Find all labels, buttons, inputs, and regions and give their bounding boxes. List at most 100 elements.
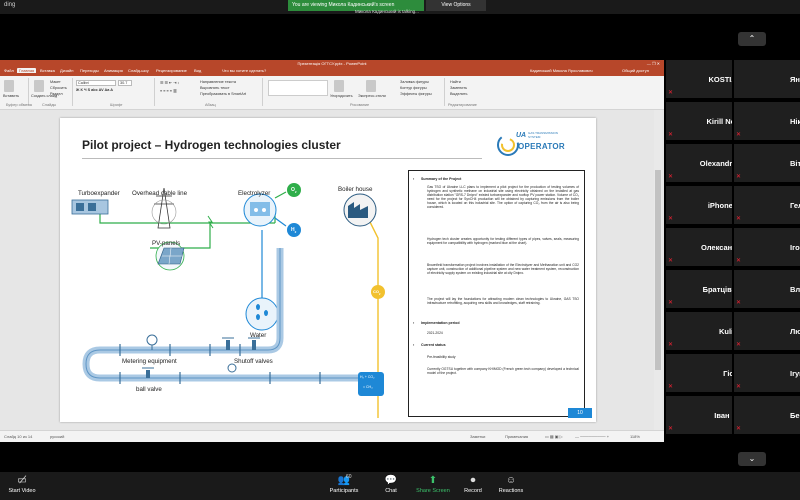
participant-tile[interactable]: Гелемій Яро✕ bbox=[734, 186, 800, 224]
layout-button[interactable]: Макет bbox=[50, 80, 61, 84]
participant-tile[interactable]: Віталій Пі✕ bbox=[734, 144, 800, 182]
mic-muted-icon: ✕ bbox=[736, 300, 742, 306]
font-name-select[interactable]: Calibri bbox=[76, 80, 116, 86]
slide[interactable]: Pilot project – Hydrogen technologies cl… bbox=[60, 118, 596, 422]
text-direction-button[interactable]: Направление текста bbox=[200, 80, 236, 84]
gallery-scroll-down[interactable]: ⌄ bbox=[738, 452, 766, 466]
ribbon-separator bbox=[28, 78, 29, 106]
scrollbar-thumb[interactable] bbox=[655, 170, 661, 370]
zoom-level[interactable]: 118% bbox=[630, 434, 640, 439]
implementation-heading: Implementation period bbox=[421, 321, 460, 325]
slide-number: 10 bbox=[568, 408, 592, 418]
participant-tile[interactable]: Бережни✕ bbox=[734, 396, 800, 434]
participant-tile[interactable]: Нікітюк М✕ bbox=[734, 102, 800, 140]
replace-button[interactable]: Заменить bbox=[450, 86, 468, 90]
tab-home[interactable]: Главная bbox=[17, 68, 37, 73]
mic-muted-icon: ✕ bbox=[736, 426, 742, 432]
participant-tile[interactable]: Влад Тют✕ bbox=[734, 270, 800, 308]
label-electrolyzer: Electrolyzer bbox=[238, 190, 271, 197]
paste-icon[interactable] bbox=[4, 80, 14, 92]
share-screen-button[interactable]: ⬆ Share Screen bbox=[414, 474, 452, 498]
summary-paragraph-3: Brownfield transformation project involv… bbox=[427, 263, 579, 276]
group-paragraph: Абзац bbox=[205, 103, 216, 107]
participant-name: Гість bbox=[723, 368, 732, 378]
mic-muted-icon: ✕ bbox=[736, 258, 742, 264]
video-off-icon: ▭̸ bbox=[17, 475, 27, 486]
shape-fill-button[interactable]: Заливка фигуры bbox=[400, 80, 429, 84]
participant-tile[interactable]: Iryna Lis✕ bbox=[734, 354, 800, 392]
participant-tile[interactable]: KOSTIA zbroi✕ bbox=[666, 60, 732, 98]
tab-insert[interactable]: Вставка bbox=[40, 68, 55, 73]
participants-button[interactable]: 👥 60 Participants bbox=[326, 474, 362, 498]
window-controls[interactable]: — ❐ ✕ bbox=[646, 61, 660, 66]
participant-tile[interactable]: Братців Наталія✕ bbox=[666, 270, 732, 308]
view-options-button[interactable]: View Options bbox=[426, 0, 486, 11]
mic-muted-icon: ✕ bbox=[668, 132, 674, 138]
tab-slideshow[interactable]: Слайд-шоу bbox=[128, 68, 149, 73]
participant-tile[interactable]: Гість✕ bbox=[666, 354, 732, 392]
smartart-button[interactable]: Преобразовать в SmartArt bbox=[200, 92, 247, 96]
font-format-buttons[interactable]: Ж К Ч S abc AV Aa A bbox=[76, 88, 114, 92]
participant-tile[interactable]: Kulikov✕ bbox=[666, 312, 732, 350]
participant-tile[interactable]: Ігор Рибі✕ bbox=[734, 228, 800, 266]
tab-review[interactable]: Рецензирование bbox=[156, 68, 187, 73]
tab-view[interactable]: Вид bbox=[194, 68, 202, 73]
ball-valve-icon bbox=[142, 367, 154, 378]
reactions-button[interactable]: ☺ Reactions bbox=[494, 474, 528, 498]
tell-me-box[interactable]: Что вы хотите сделать? bbox=[222, 68, 267, 73]
find-button[interactable]: Найти bbox=[450, 80, 461, 84]
shapes-gallery[interactable] bbox=[268, 80, 328, 96]
start-video-button[interactable]: ▭̸ Start Video bbox=[4, 474, 40, 498]
notes-button[interactable]: Заметки bbox=[470, 434, 486, 439]
tab-file[interactable]: Файл bbox=[4, 68, 14, 73]
shared-screen: Презентація ОГТСУ.pptx - PowerPoint — ❐ … bbox=[0, 60, 664, 442]
tab-transitions[interactable]: Переходы bbox=[80, 68, 99, 73]
quick-styles-icon[interactable] bbox=[366, 80, 376, 92]
paste-button[interactable]: Вставить bbox=[3, 94, 20, 98]
participant-tile[interactable]: Любом✕ bbox=[734, 312, 800, 350]
participant-name: Kulikov bbox=[718, 326, 732, 336]
participant-name: Kirill Novitskiy bbox=[706, 116, 732, 126]
quick-styles-button[interactable]: Экспресс-стили bbox=[358, 94, 386, 98]
water-icon bbox=[245, 297, 279, 331]
participant-tile[interactable]: Kirill Novitskiy ✕ bbox=[666, 102, 732, 140]
share-button[interactable]: Общий доступ bbox=[622, 68, 649, 73]
participant-tile[interactable]: Olexandr Lichman✕ bbox=[666, 144, 732, 182]
mic-muted-icon: ✕ bbox=[736, 384, 742, 390]
align-buttons[interactable]: ≡ ≡ ≡ ≡ ▥ bbox=[160, 89, 177, 93]
participant-tile[interactable]: Іван Кузів✕ bbox=[666, 396, 732, 434]
arrange-icon[interactable] bbox=[334, 80, 344, 92]
bullet: ▪ bbox=[413, 321, 415, 325]
vertical-scrollbar[interactable] bbox=[654, 110, 662, 430]
chat-button[interactable]: 💬 Chat bbox=[378, 474, 404, 498]
electrolyzer-icon bbox=[243, 193, 277, 227]
participant-name: Олександр Сна... bbox=[701, 242, 732, 252]
section-button[interactable]: Раздел bbox=[50, 92, 63, 96]
new-slide-icon[interactable] bbox=[34, 80, 44, 92]
list-buttons[interactable]: ☰ ☰ ⇤ ⇥ ↕ bbox=[160, 81, 180, 85]
participant-name: Іван Кузів bbox=[714, 410, 732, 420]
mic-muted-icon: ✕ bbox=[736, 174, 742, 180]
tab-design[interactable]: Дизайн bbox=[60, 68, 74, 73]
zoom-slider[interactable]: — ───────── + bbox=[575, 434, 610, 439]
record-button[interactable]: ⏺ Record bbox=[460, 474, 486, 498]
company-logo: UA GAS TRANSMISSION SYSTEM OPERATOR bbox=[496, 128, 576, 162]
new-slide-button[interactable]: Создать слайд bbox=[31, 94, 58, 98]
align-text-button[interactable]: Выровнять текст bbox=[200, 86, 230, 90]
boiler-house-icon bbox=[343, 193, 377, 227]
language-indicator[interactable]: русский bbox=[50, 434, 65, 439]
participant-tile[interactable]: iPhone (Глеб)✕ bbox=[666, 186, 732, 224]
participant-tile[interactable]: Олександр Сна...✕ bbox=[666, 228, 732, 266]
pv-panel-icon bbox=[155, 241, 185, 271]
view-buttons[interactable]: ▭ ▦ ▣ ▷ bbox=[545, 434, 563, 439]
reset-button[interactable]: Сбросить bbox=[50, 86, 67, 90]
gallery-scroll-up[interactable]: ⌃ bbox=[738, 32, 766, 46]
font-size-select[interactable]: 30.7 bbox=[118, 80, 132, 86]
comments-button[interactable]: Примечания bbox=[505, 434, 529, 439]
participant-tile[interactable]: Яна Ко bbox=[734, 60, 800, 98]
select-button[interactable]: Выделить bbox=[450, 92, 468, 96]
tab-animations[interactable]: Анимация bbox=[104, 68, 123, 73]
arrange-button[interactable]: Упорядочить bbox=[330, 94, 353, 98]
shape-outline-button[interactable]: Контур фигуры bbox=[400, 86, 427, 90]
shape-effects-button[interactable]: Эффекты фигуры bbox=[400, 92, 432, 96]
